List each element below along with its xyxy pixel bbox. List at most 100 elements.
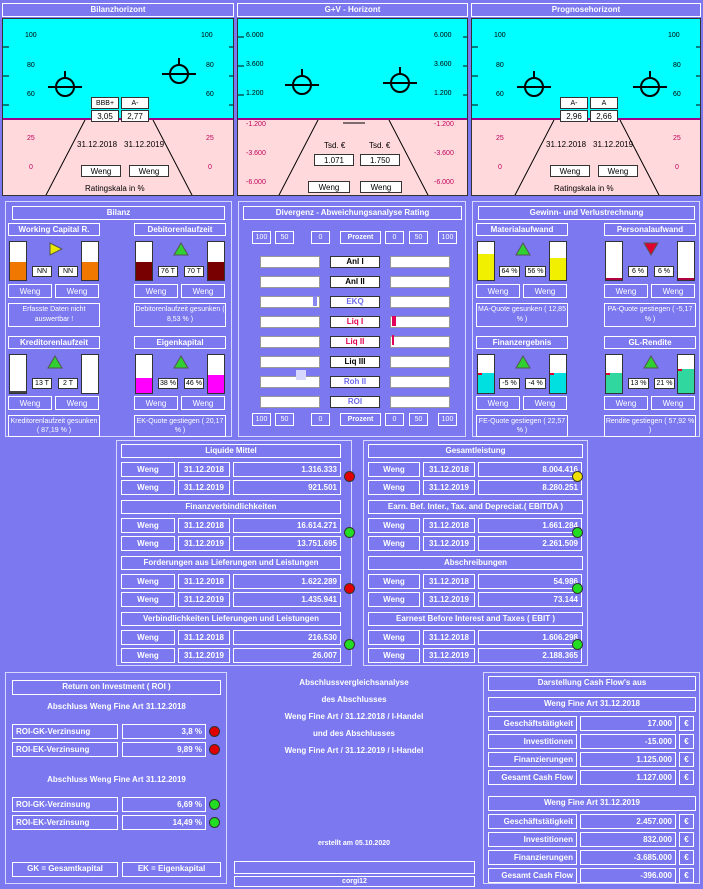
pers-bar-2018 xyxy=(605,241,623,281)
guv-section xyxy=(472,201,700,437)
mat-value-2018: 64 % xyxy=(499,266,520,277)
fin-company-2018: Weng xyxy=(476,396,520,410)
mat-company-2018: Weng xyxy=(476,284,520,298)
footer-label: corgi12 xyxy=(234,876,475,887)
scale-tick: 50 xyxy=(275,413,294,426)
created-date: erstellt am 05.10.2020 xyxy=(318,840,390,847)
gl-note: Rendite gestiegen ( 57,92 % ) xyxy=(604,415,696,437)
status-dot xyxy=(209,744,220,755)
company-cell: Weng xyxy=(368,574,420,589)
deb-bar-2019 xyxy=(207,241,225,281)
pers-company-2018: Weng xyxy=(604,284,648,298)
divergence-fill xyxy=(313,296,317,306)
scale-tick: 100 xyxy=(438,231,457,244)
cashflow-title: Darstellung Cash Flow's aus xyxy=(488,676,696,691)
company-cell: Weng xyxy=(368,648,420,663)
deb-value-2018: 76 T xyxy=(158,266,178,277)
scale-tick: 0 xyxy=(311,231,330,244)
ek-value-2019: 46 % xyxy=(184,378,204,389)
deb-value-2019: 70 T xyxy=(184,266,204,277)
divergence-bar-left xyxy=(260,336,320,348)
roi-value: 3,8 % xyxy=(122,724,206,739)
company-2018: Weng xyxy=(550,165,590,177)
cashflow-value: 1.127.000 xyxy=(580,770,676,785)
wc-company-2019: Weng xyxy=(55,284,99,298)
gl-value-2019: 21 % xyxy=(654,378,675,389)
scale-tick: 50 xyxy=(409,413,428,426)
trend-up-icon xyxy=(515,355,531,369)
tick-25-right: 25 xyxy=(673,135,681,142)
horizon-lines xyxy=(3,46,233,195)
fin-bar-2018 xyxy=(477,354,495,394)
finanzergebnis-title: Finanzergebnis xyxy=(476,336,568,349)
status-dot xyxy=(209,726,220,737)
tick-60-left: 60 xyxy=(496,91,504,98)
divergence-bar-left xyxy=(260,356,320,368)
divergence-bar-left xyxy=(260,376,320,388)
roi-label: ROI-GK-Verzinsung xyxy=(12,797,118,812)
fin-company-2019: Weng xyxy=(523,396,567,410)
divergence-label: EKQ xyxy=(330,296,380,308)
value-cell: 1.661.284 xyxy=(478,518,582,533)
gl-bar-2019 xyxy=(677,354,695,394)
value-cell: 26.007 xyxy=(233,648,341,663)
fin-note: FE-Quote gestiegen ( 22,57 % ) xyxy=(476,415,568,437)
wc-bar-2019 xyxy=(81,241,99,281)
divergence-label: Liq II xyxy=(330,336,380,348)
company-cell: Weng xyxy=(368,462,420,477)
ratingskala-label: Ratingskala in % xyxy=(554,184,614,193)
divergence-label: Liq III xyxy=(330,356,380,368)
divergence-fill xyxy=(392,316,396,326)
value-cell: 1.622.289 xyxy=(233,574,341,589)
table-section-title: Liquide Mittel xyxy=(121,444,341,458)
euro-sign: € xyxy=(679,716,694,731)
scale-prozent-label: Prozent xyxy=(340,413,381,426)
divergence-bar-left xyxy=(260,316,320,328)
roi-section xyxy=(5,672,227,884)
mat-bar-2019 xyxy=(549,241,567,281)
date-cell: 31.12.2018 xyxy=(178,462,230,477)
company-cell: Weng xyxy=(368,536,420,551)
kred-company-2019: Weng xyxy=(55,396,99,410)
rating-value-2018: 2,96 xyxy=(560,110,588,122)
pers-value-2018: 6 % xyxy=(628,266,648,277)
divergence-label: ROI xyxy=(330,396,380,408)
trend-down-icon xyxy=(643,242,659,256)
personalaufwand-title: Personalaufwand xyxy=(604,223,696,236)
working-capital-title: Working Capital R. xyxy=(8,223,100,236)
pers-company-2019: Weng xyxy=(651,284,695,298)
company-cell: Weng xyxy=(121,574,175,589)
cashflow-label: Geschäftstätigkeit xyxy=(488,814,577,829)
wc-value-2018: NN xyxy=(32,266,52,277)
tick-0-left: 0 xyxy=(498,164,502,171)
analysis-description: Abschlussvergleichsanalyse des Abschluss… xyxy=(232,674,476,759)
value-cell: 1.606.298 xyxy=(478,630,582,645)
date-2019: 31.12.2019 xyxy=(593,140,634,149)
divergence-fill xyxy=(392,335,394,345)
company-cell: Weng xyxy=(121,648,175,663)
date-cell: 31.12.2019 xyxy=(178,536,230,551)
status-dot xyxy=(344,527,355,538)
trend-up-icon xyxy=(173,355,189,369)
bilanzhorizont-title: Bilanzhorizont xyxy=(2,3,234,17)
trend-right-icon xyxy=(49,242,63,256)
date-2018: 31.12.2018 xyxy=(77,140,118,149)
rating-2019: A- xyxy=(121,97,149,109)
scale-tick: 0 xyxy=(385,413,404,426)
company-cell: Weng xyxy=(121,480,175,495)
tick-6000-right: 6.000 xyxy=(434,32,452,39)
pers-value-2019: 6 % xyxy=(654,266,674,277)
divergenz-title: Divergenz - Abweichungsanalyse Rating xyxy=(243,206,462,220)
mat-note: MA-Quote gesunken ( 12,85 % ) xyxy=(476,303,568,327)
horizon-lines xyxy=(472,46,700,195)
prognosehorizont-panel: 100 100 80 80 60 60 25 25 0 0 A- A 2,96 … xyxy=(471,18,701,196)
value-cell: 921.501 xyxy=(233,480,341,495)
roi-label: ROI-EK-Verzinsung xyxy=(12,742,118,757)
footer-blank-box xyxy=(234,861,475,874)
wc-value-2019: NN xyxy=(58,266,78,277)
tick-m3600-right: -3.600 xyxy=(434,150,454,157)
divergence-bar-right xyxy=(390,296,450,308)
date-cell: 31.12.2018 xyxy=(423,630,475,645)
gl-company-2018: Weng xyxy=(604,396,648,410)
cashflow-label: Geschäftstätigkeit xyxy=(488,716,577,731)
